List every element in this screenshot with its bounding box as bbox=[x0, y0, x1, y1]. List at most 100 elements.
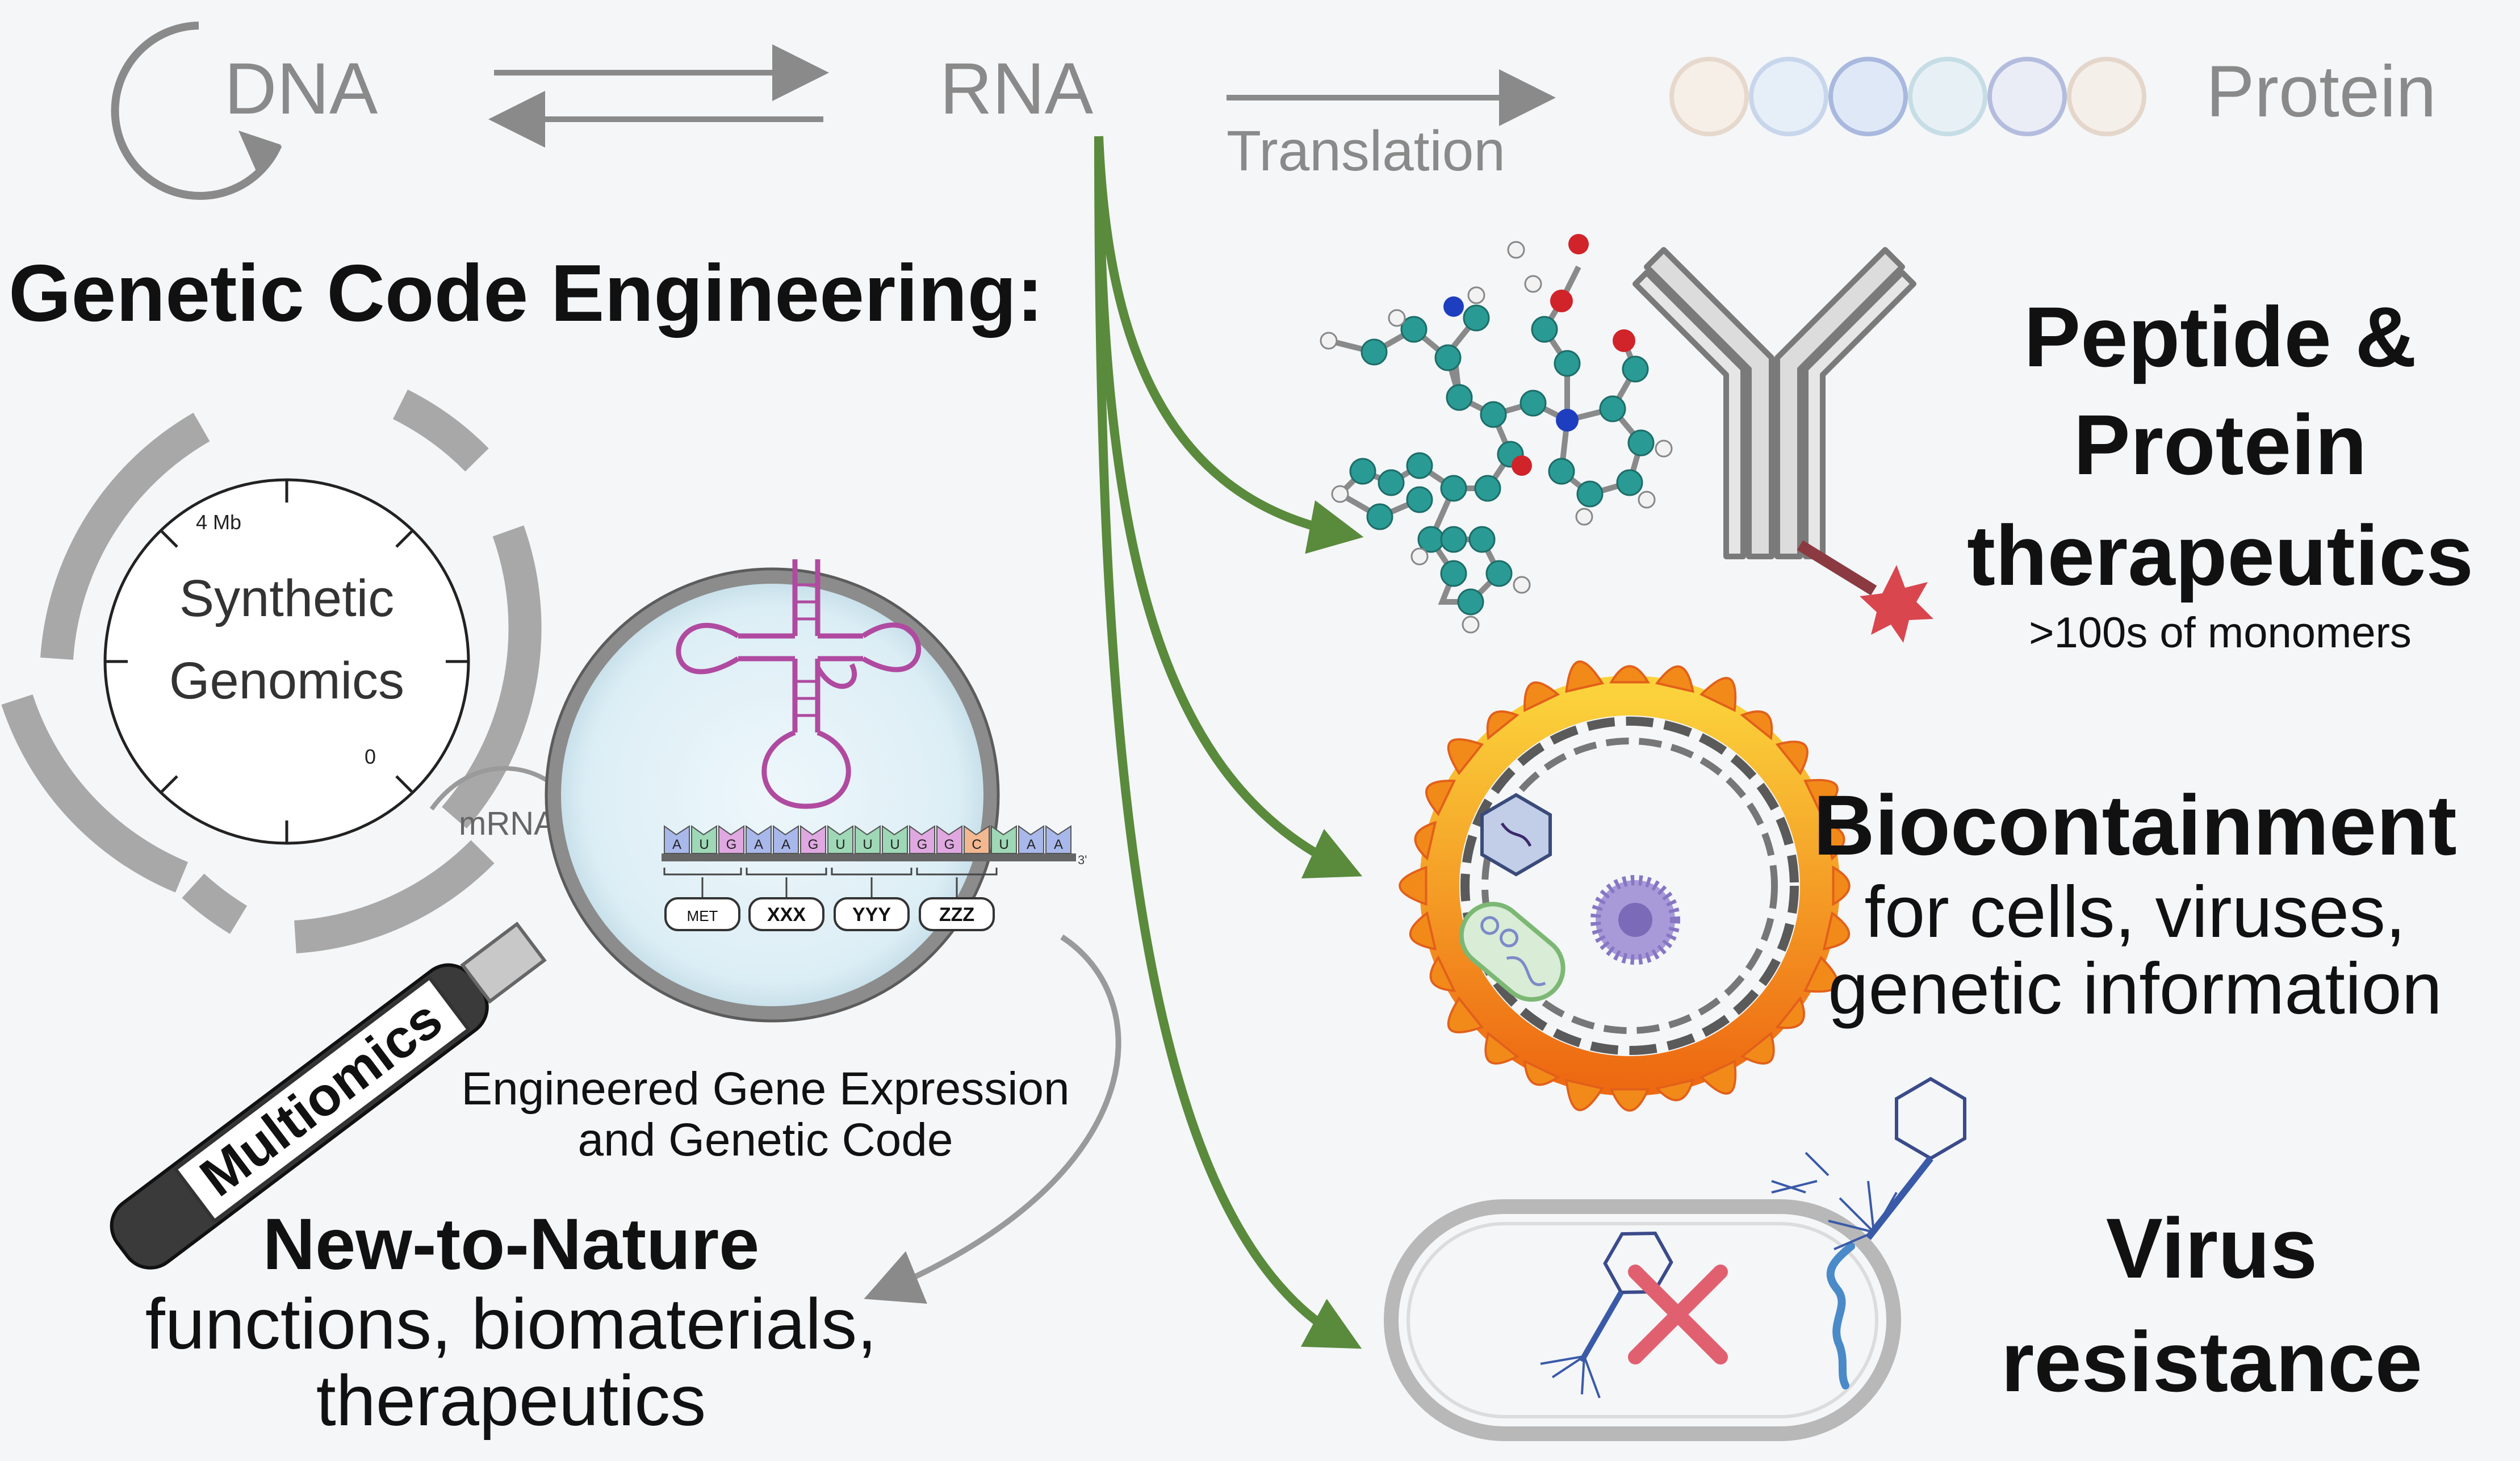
multiomics-label: Multiomics bbox=[189, 988, 453, 1208]
codon-base: A bbox=[746, 825, 772, 854]
flame-tongue bbox=[1447, 738, 1484, 776]
codon-letter: A bbox=[672, 837, 681, 852]
amino-acid-chain: MET XXX YYY ZZZ bbox=[664, 897, 995, 931]
codon-base: G bbox=[718, 825, 744, 854]
genome-tick-label-top: 4 Mb bbox=[196, 510, 241, 534]
antibody-linker bbox=[1797, 540, 1877, 596]
codon-letter: A bbox=[754, 837, 763, 852]
flame-tongue bbox=[1399, 865, 1428, 906]
genome-tick-label-zero: 0 bbox=[365, 745, 376, 768]
expression-line1: Engineered Gene Expression bbox=[461, 1063, 1069, 1115]
flame-tongue bbox=[1523, 1059, 1560, 1086]
blocked-phage-icon bbox=[1540, 1232, 1673, 1399]
flame-tongue bbox=[1609, 665, 1650, 684]
codon-letter: U bbox=[999, 837, 1008, 852]
codon-letter: U bbox=[890, 837, 899, 852]
dna-replication-arrowhead bbox=[238, 131, 281, 176]
codon-base: U bbox=[827, 825, 853, 854]
virus-resistance-icon bbox=[1384, 1077, 1966, 1441]
translation-label: Translation bbox=[1226, 119, 1505, 183]
arrow-to-biocontainment bbox=[1094, 136, 1363, 878]
flame-tongue bbox=[1699, 1059, 1737, 1095]
protein-chain-icon bbox=[1669, 57, 2146, 136]
peptide-molecule-icon bbox=[1320, 234, 1673, 634]
amino-acid: YYY bbox=[834, 897, 910, 931]
codon-letter: A bbox=[781, 837, 790, 852]
flame-tongue bbox=[1565, 660, 1604, 693]
codon-letter: A bbox=[1054, 837, 1063, 852]
codon-base: A bbox=[1045, 825, 1071, 854]
peptide-note: >100s of monomers bbox=[2029, 609, 2412, 657]
flame-tongue bbox=[1447, 996, 1484, 1033]
virus-resistance-line2: resistance bbox=[2001, 1314, 2422, 1409]
biocontainment-line1: for cells, viruses, bbox=[1864, 872, 2405, 953]
codon-base: U bbox=[882, 825, 908, 854]
amino-acid-label: XXX bbox=[767, 904, 806, 926]
flame-tongue bbox=[1655, 1078, 1695, 1102]
flame-tongue bbox=[1775, 740, 1809, 776]
biocontainment-icon bbox=[1399, 660, 1851, 1112]
amino-acid: MET bbox=[664, 897, 740, 931]
codon-base: A bbox=[773, 825, 799, 854]
codon-brackets bbox=[663, 868, 998, 897]
flame-tongue bbox=[1414, 820, 1437, 861]
codon-base: U bbox=[691, 825, 717, 854]
flame-tongue bbox=[1425, 780, 1456, 817]
flame-tongue bbox=[1832, 865, 1851, 906]
codon-letter: U bbox=[699, 837, 709, 852]
biocontainment-title: Biocontainment bbox=[1813, 777, 2456, 873]
flame-tongue bbox=[1429, 955, 1456, 992]
amino-acid-label: ZZZ bbox=[939, 904, 974, 926]
synthetic-genomics-line1: Synthetic bbox=[179, 570, 394, 627]
codon-base: G bbox=[936, 825, 962, 854]
dna-replication-arrow bbox=[111, 22, 282, 200]
codon-letter: G bbox=[726, 837, 737, 852]
flame-tongue bbox=[1699, 677, 1737, 713]
peptide-title-line3: therapeutics bbox=[1967, 508, 2473, 603]
flame-tongue bbox=[1803, 778, 1839, 816]
codon-3prime: 3' bbox=[1078, 853, 1087, 867]
flame-tongues bbox=[1399, 660, 1851, 1112]
codon-letter: G bbox=[917, 837, 928, 852]
main-title: Genetic Code Engineering: bbox=[9, 248, 1044, 338]
new-to-nature-line1: functions, biomaterials, bbox=[145, 1284, 877, 1364]
amino-acid-label: MET bbox=[687, 907, 718, 924]
codon-base: A bbox=[1018, 825, 1044, 854]
phage-icon bbox=[1771, 1077, 1966, 1250]
flame-tongue bbox=[1822, 820, 1845, 861]
synthetic-genome-map: 4 Mb 0 Synthetic Genomics bbox=[1, 390, 542, 953]
virus-resistance-line1: Virus bbox=[2106, 1200, 2317, 1296]
trna-icon bbox=[676, 559, 922, 809]
peptide-title-line1: Peptide & bbox=[2024, 289, 2417, 384]
codon-letter: U bbox=[835, 837, 845, 852]
feedback-arrow bbox=[864, 934, 1121, 1304]
arrow-to-peptide bbox=[1094, 136, 1364, 554]
flame-tongue bbox=[1822, 911, 1851, 951]
flame-tongue bbox=[1740, 1031, 1775, 1065]
flame-tongue bbox=[1565, 1078, 1604, 1111]
codon-base: G bbox=[800, 825, 826, 854]
flame-tongue bbox=[1409, 911, 1437, 951]
expression-line2: and Genetic Code bbox=[577, 1114, 953, 1166]
flame-tongue bbox=[1740, 710, 1773, 740]
mrna-backbone bbox=[662, 853, 1076, 861]
peptide-title-line2: Protein bbox=[2074, 397, 2367, 492]
amino-acid: ZZZ bbox=[919, 897, 995, 931]
antibody-icon bbox=[1632, 247, 1916, 559]
new-to-nature-title: New-to-Nature bbox=[263, 1204, 760, 1285]
central-dogma: DNA RNA Translation Protein bbox=[111, 22, 2437, 200]
rna-output-arrows bbox=[1094, 136, 1364, 1349]
flame-tongue bbox=[1803, 956, 1839, 993]
codon-letter: C bbox=[972, 837, 981, 852]
flame-tongue bbox=[1486, 710, 1519, 740]
codon-base: A bbox=[664, 825, 690, 854]
genome-map-ticks bbox=[105, 480, 468, 843]
codon-letter: A bbox=[1027, 837, 1036, 852]
flame-tongue bbox=[1484, 1031, 1519, 1065]
amino-acid: XXX bbox=[748, 897, 824, 931]
codon-letter: G bbox=[808, 837, 819, 852]
resistant-cell bbox=[1384, 1199, 1901, 1441]
amino-acid-label: YYY bbox=[852, 904, 891, 926]
